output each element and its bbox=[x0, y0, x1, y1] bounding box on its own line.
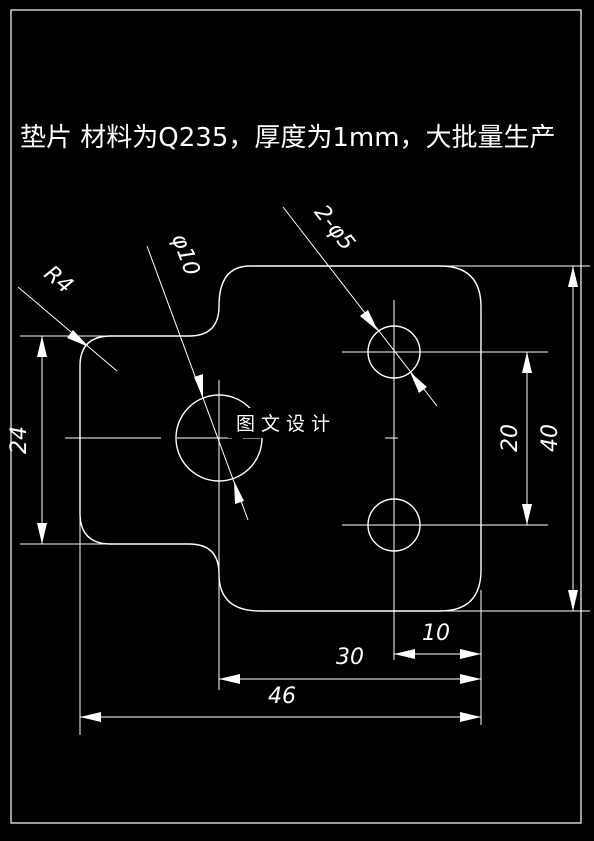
dim-label-10: 10 bbox=[422, 621, 450, 646]
dim-label-46: 46 bbox=[268, 684, 296, 709]
dim-label-2phi5: 2-φ5 bbox=[309, 200, 360, 255]
drawing-title: 垫片 材料为Q235，厚度为1mm，大批量生产 bbox=[20, 123, 556, 153]
dimension-46 bbox=[79, 513, 481, 735]
gasket-outline bbox=[79, 265, 482, 612]
dimension-40 bbox=[440, 265, 590, 612]
watermark-text: 图文设计 bbox=[236, 413, 336, 435]
leader-phi10 bbox=[146, 245, 249, 521]
dimension-10 bbox=[394, 590, 482, 725]
leader-r4 bbox=[17, 286, 118, 372]
leader-2phi5 bbox=[282, 206, 438, 407]
dimension-20 bbox=[522, 352, 532, 525]
dim-label-20: 20 bbox=[498, 424, 523, 452]
dim-label-phi10: φ10 bbox=[166, 231, 204, 280]
dim-label-24: 24 bbox=[7, 426, 32, 454]
drawing-frame bbox=[10, 9, 582, 824]
dimension-24 bbox=[20, 335, 110, 545]
watermark-backdrop bbox=[228, 408, 374, 438]
dimension-30 bbox=[219, 674, 481, 684]
dim-label-40: 40 bbox=[538, 424, 563, 452]
dim-label-r4: R4 bbox=[39, 261, 78, 299]
dim-label-30: 30 bbox=[336, 645, 364, 670]
center-lines bbox=[65, 300, 548, 690]
